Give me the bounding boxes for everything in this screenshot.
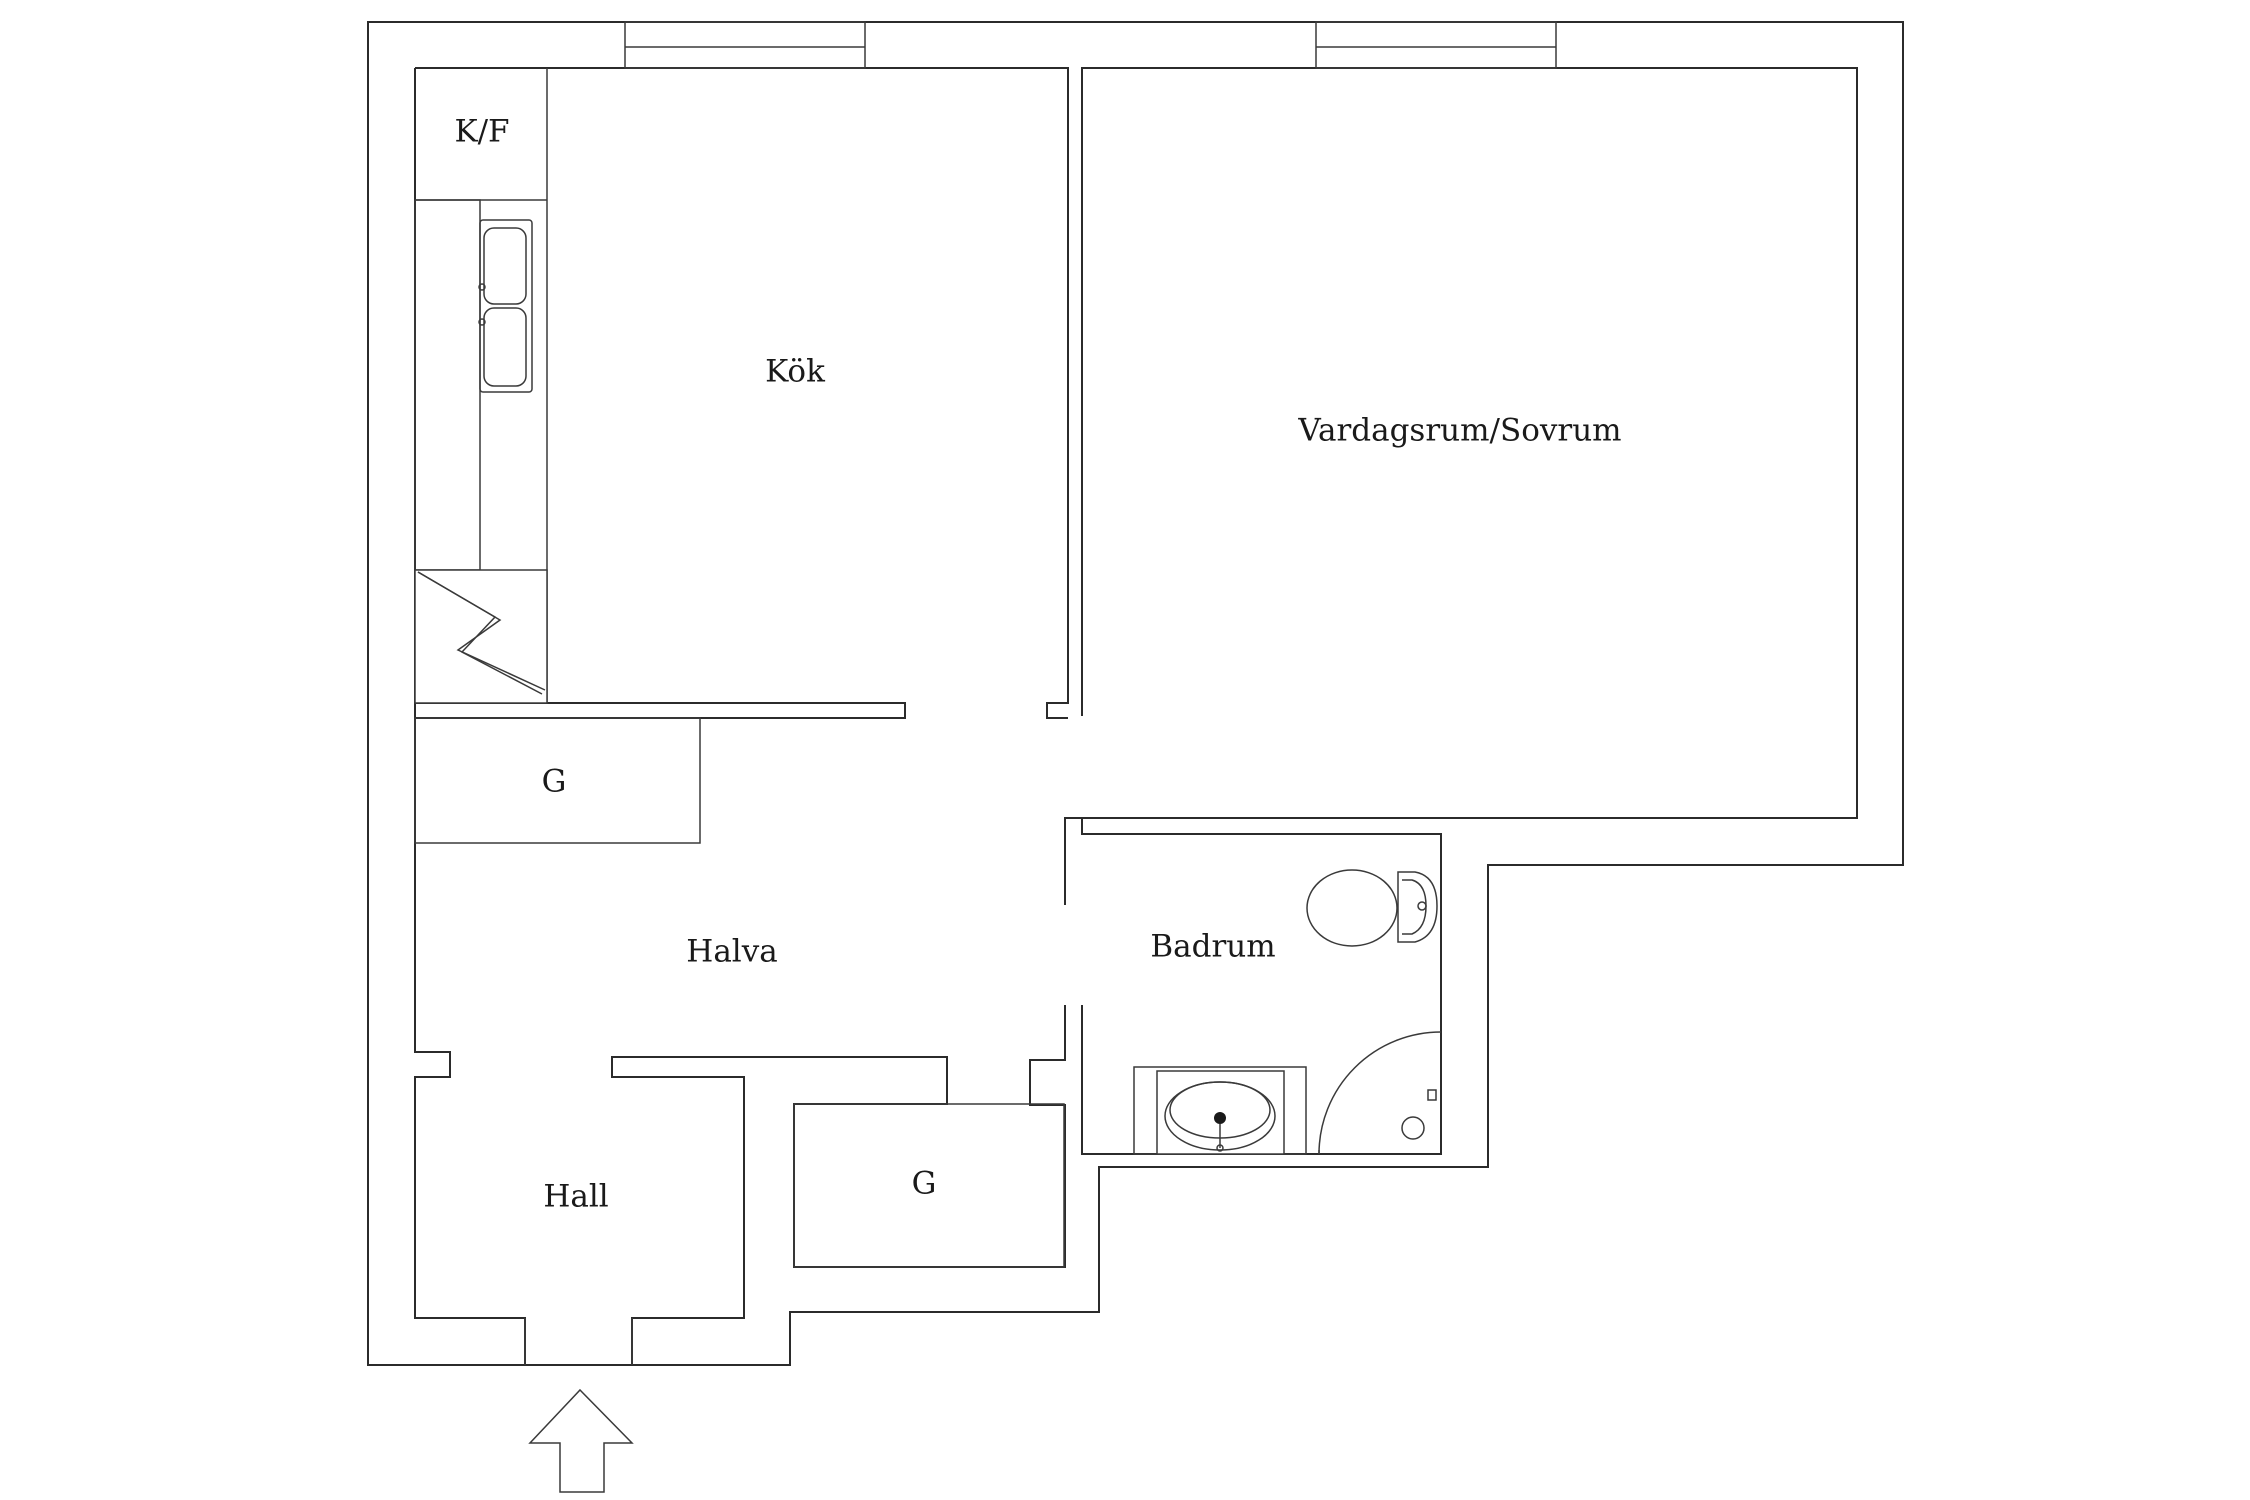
toilet-icon	[1306, 869, 1438, 947]
room-label-vardagsrum: Vardagsrum/Sovrum	[1297, 413, 1621, 449]
room-label-garderob-top: G	[542, 764, 567, 800]
room-label-kf: K/F	[454, 114, 509, 150]
kitchen-partition-wall	[415, 702, 1068, 719]
kitchen-counter	[414, 68, 548, 704]
room-label-halva: Halva	[686, 934, 777, 970]
shower-icon	[1318, 1031, 1442, 1155]
room-label-hall: Hall	[543, 1179, 608, 1215]
closet-top	[414, 717, 701, 844]
window-left	[624, 21, 866, 69]
outer-wall	[367, 21, 1904, 1366]
closet-bottom	[793, 1103, 1065, 1268]
inner-wall-bath-right	[1081, 818, 1442, 1155]
sink-icon	[478, 219, 533, 393]
entrance-door	[524, 1318, 633, 1365]
inner-wall-left	[414, 68, 526, 1365]
entrance-arrow-icon	[528, 1388, 634, 1493]
room-label-badrum: Badrum	[1150, 929, 1275, 965]
room-label-garderob-bottom: G	[912, 1166, 937, 1202]
room-label-kok: Kök	[765, 354, 825, 390]
stove-icon	[417, 571, 546, 695]
inner-wall-right-room	[1064, 67, 1858, 905]
window-right	[1315, 21, 1557, 69]
washbasin-icon	[1133, 1066, 1307, 1155]
